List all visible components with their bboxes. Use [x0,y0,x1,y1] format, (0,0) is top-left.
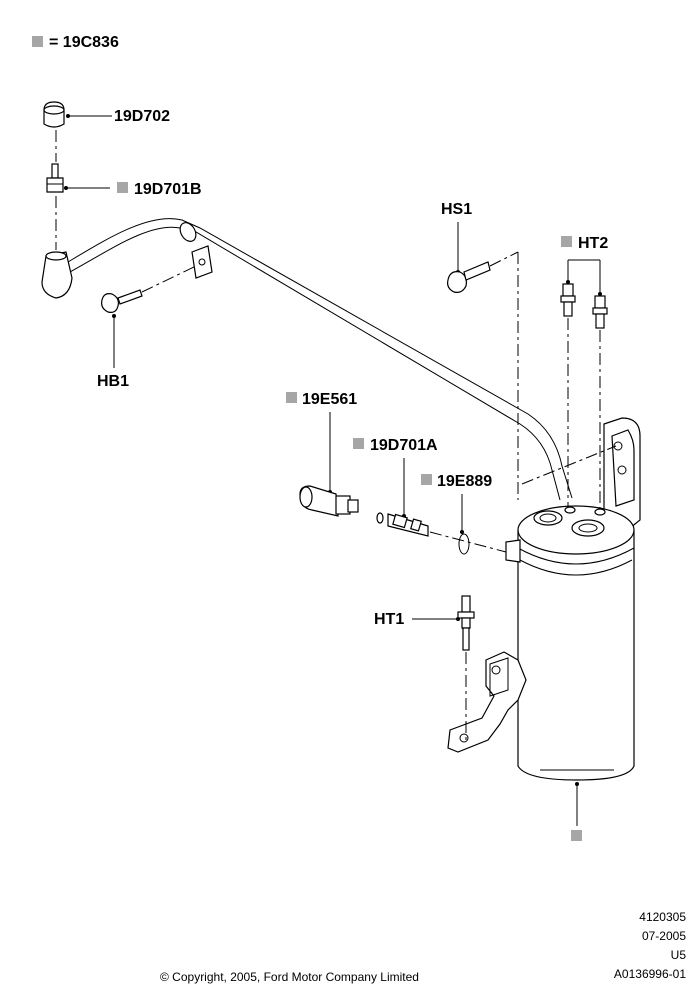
callout-19E561: 19E561 [302,391,357,408]
callout-19D701B: 19D701B [134,181,202,198]
stud-ht2-b-part [592,295,608,329]
illustration-id: A0136996-01 [613,967,686,981]
legend-marker [32,36,43,47]
marker-19D701B [117,182,128,193]
document-codes: 4120305 07-2005 U5 A0136996-01 [614,908,686,984]
stud-ht2-a-part [560,283,576,317]
dust-cap-part [43,101,65,128]
callout-HT1: HT1 [374,611,404,628]
receiver-drier [505,505,635,781]
legend: = 19C836 [32,34,119,51]
drawing-number: 4120305 [639,910,686,924]
marker-drier-base [571,830,582,841]
upper-bracket [603,417,641,531]
marker-19E561 [286,392,297,403]
callout-HB1: HB1 [97,373,129,390]
marker-HT2 [561,236,572,247]
valve-core-part [46,163,64,193]
copyright-notice: © Copyright, 2005, Ford Motor Company Li… [160,970,419,984]
drawing-date: 07-2005 [641,929,686,943]
lower-bracket [447,651,527,753]
bolt-hb1-part [101,289,143,313]
callout-19D701A: 19D701A [370,437,438,454]
legend-text: = 19C836 [49,34,119,51]
marker-19D701A [353,438,364,449]
callout-HS1: HS1 [441,201,472,218]
callout-19D702: 19D702 [114,108,170,125]
callout-HT2: HT2 [578,235,608,252]
bolt-hs1-part [447,261,491,293]
marker-19E889 [421,474,432,485]
o-ring-part [458,533,470,555]
callout-19E889: 19E889 [437,473,492,490]
valve-core-a-part [376,512,429,537]
stud-ht1-part [457,595,475,651]
pressure-switch-part [299,485,359,517]
refrigerant-tube [41,218,573,501]
model-code: U5 [670,948,686,962]
